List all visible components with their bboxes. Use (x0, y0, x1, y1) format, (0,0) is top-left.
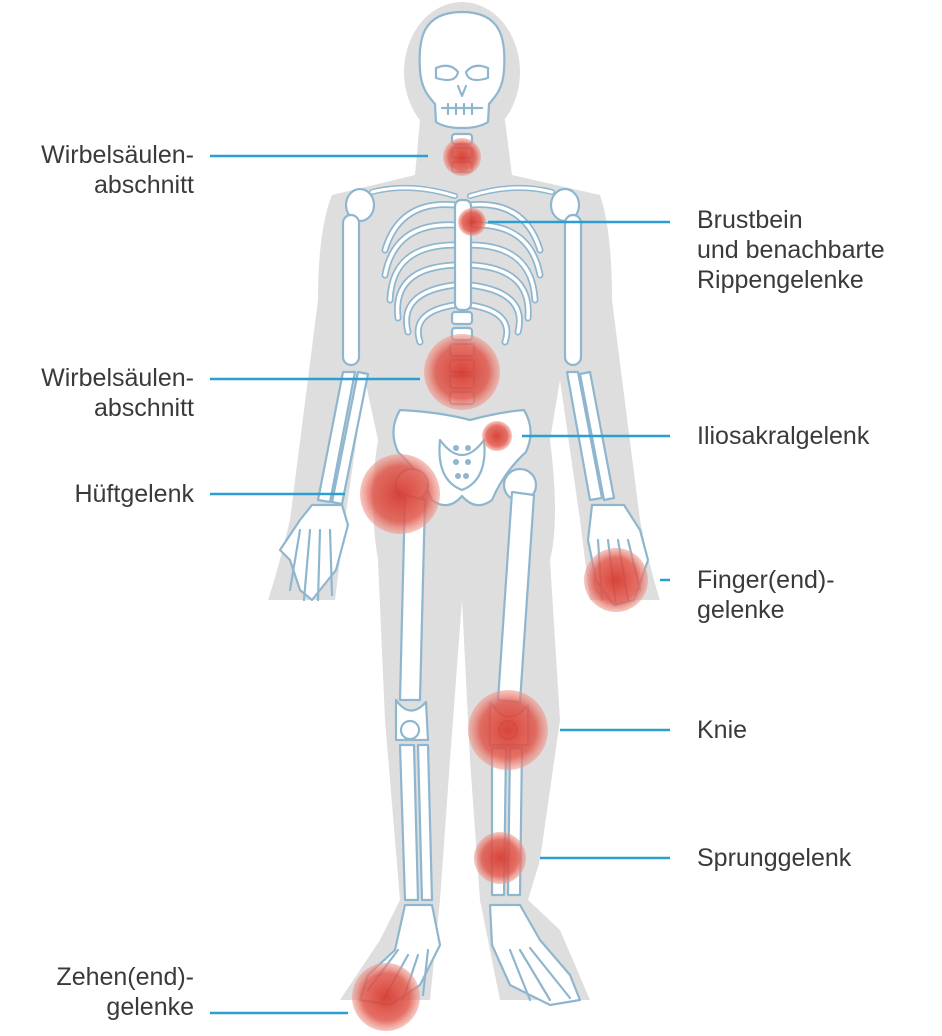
label-line: Brustbein (697, 205, 885, 235)
label-line: gelenke (56, 992, 194, 1022)
label-line: abschnitt (41, 393, 194, 423)
label-line: Finger(end)- (697, 565, 835, 595)
joint-neck (443, 138, 481, 176)
joint-knee (468, 690, 548, 770)
label-line: Wirbelsäulen- (41, 363, 194, 393)
joint-fingers (584, 548, 648, 612)
joint-sacroiliac (482, 421, 512, 451)
label-line: Rippengelenke (697, 265, 885, 295)
label-spine-lower: Wirbelsäulen- abschnitt (41, 363, 194, 423)
label-sacroiliac: Iliosakralgelenk (697, 421, 869, 451)
label-line: Knie (697, 715, 747, 745)
label-sternum: Brustbein und benachbarte Rippengelenke (697, 205, 885, 295)
label-line: Iliosakralgelenk (697, 421, 869, 451)
label-line: und benachbarte (697, 235, 885, 265)
joint-hip (360, 454, 440, 534)
joint-sternum (458, 208, 486, 236)
joint-lumbar (424, 334, 500, 410)
label-toes: Zehen(end)- gelenke (56, 962, 194, 1022)
joint-toes (352, 963, 420, 1031)
label-line: Wirbelsäulen- (41, 140, 194, 170)
label-hip: Hüftgelenk (74, 479, 194, 509)
label-fingers: Finger(end)- gelenke (697, 565, 835, 625)
label-line: gelenke (697, 595, 835, 625)
label-line: abschnitt (41, 170, 194, 200)
label-line: Sprunggelenk (697, 843, 851, 873)
label-line: Hüftgelenk (74, 479, 194, 509)
label-spine-upper: Wirbelsäulen- abschnitt (41, 140, 194, 200)
joint-ankle (474, 832, 526, 884)
label-ankle: Sprunggelenk (697, 843, 851, 873)
label-knee: Knie (697, 715, 747, 745)
label-line: Zehen(end)- (56, 962, 194, 992)
